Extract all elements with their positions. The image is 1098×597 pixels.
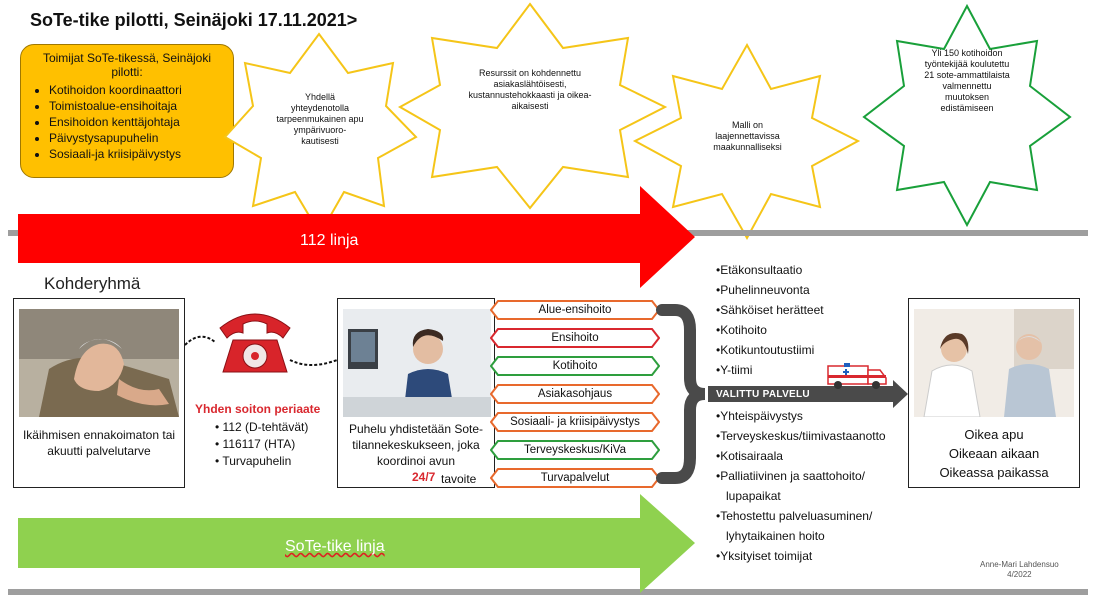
star-shape bbox=[632, 42, 861, 241]
one-call-item: 116117 (HTA) bbox=[215, 436, 308, 453]
one-call-list: 112 (D-tehtävät) 116117 (HTA) Turvapuhel… bbox=[215, 419, 308, 470]
service-label: Ensihoito bbox=[551, 332, 599, 344]
outcome-line: Oikeassa paikassa bbox=[939, 465, 1049, 480]
star-text: Yli 150 kotihoidon työntekijää koulutett… bbox=[924, 48, 1010, 113]
target-group-heading: Kohderyhmä bbox=[44, 274, 141, 293]
ambulance-icon bbox=[827, 363, 887, 389]
phone-cord bbox=[289, 359, 338, 366]
outcome-card: Oikea apu Oikeaan aikaan Oikeassa paikas… bbox=[908, 298, 1080, 488]
outcome-line: Oikea apu bbox=[964, 427, 1024, 442]
target-group-card: Ikäihmisen ennakoimaton tai akuutti palv… bbox=[13, 298, 185, 488]
elderly-person-photo bbox=[19, 309, 179, 417]
service-kotihoito: Kotihoito bbox=[490, 356, 660, 376]
phone-cord bbox=[184, 335, 216, 346]
participants-heading: Toimijat SoTe-tikessä, Seinäjoki pilotti… bbox=[42, 51, 212, 79]
upper-service-item: Kotikuntoutustiimi bbox=[716, 340, 824, 360]
red-arrow bbox=[18, 186, 695, 288]
call-center-goal: tavoite bbox=[441, 472, 477, 486]
star-shape bbox=[397, 2, 668, 210]
upper-service-item: Puhelinneuvonta bbox=[716, 280, 824, 300]
nurse-on-phone-photo bbox=[343, 309, 491, 417]
lower-service-item: Yhteispäivystys bbox=[716, 406, 896, 426]
service-alue-ensihoito: Alue-ensihoito bbox=[490, 300, 660, 320]
one-call-item: Turvapuhelin bbox=[215, 453, 308, 470]
call-center-text: Puhelu yhdistetään Sote-tilannekeskuksee… bbox=[348, 422, 484, 468]
call-center-card: Puhelu yhdistetään Sote-tilannekeskuksee… bbox=[337, 298, 495, 488]
lower-service-item: Kotisairaala bbox=[716, 446, 896, 466]
participant-item: Toimistoalue-ensihoitaja bbox=[49, 98, 225, 114]
nurse-with-patient-photo bbox=[914, 309, 1074, 417]
service-label: Terveyskeskus/KiVa bbox=[523, 444, 627, 456]
service-label: Alue-ensihoito bbox=[538, 304, 612, 316]
page-title: SoTe-tike pilotti, Seinäjoki 17.11.2021> bbox=[30, 10, 358, 30]
brace-bracket bbox=[656, 304, 706, 484]
author-date: 4/2022 bbox=[1007, 570, 1032, 579]
participants-box: Toimijat SoTe-tikessä, Seinäjoki pilotti… bbox=[20, 44, 234, 178]
upper-service-item: Kotihoito bbox=[716, 320, 824, 340]
service-label: Asiakasohjaus bbox=[537, 388, 613, 400]
telephone-icon bbox=[219, 313, 291, 373]
author-signature: Anne-Mari Lahdensuo 4/2022 bbox=[980, 560, 1059, 580]
green-arrow bbox=[18, 494, 695, 593]
selected-service-label: VALITTU PALVELU bbox=[716, 389, 810, 400]
red-arrow-label: 112 linja bbox=[300, 232, 359, 249]
participant-item: Päivystysapupuhelin bbox=[49, 130, 225, 146]
service-label: Kotihoito bbox=[552, 360, 598, 372]
star-text: Yhdellä yhteydenotolla tarpeenmukainen a… bbox=[276, 92, 364, 146]
selected-service-arrow bbox=[708, 380, 908, 408]
service-label: Sosiaali- ja kriisipäivystys bbox=[510, 416, 640, 428]
call-center-hours: 24/7 bbox=[412, 470, 436, 484]
star-text: Malli on laajennettavissa maakunnallisek… bbox=[713, 120, 782, 152]
outcome-text: Oikea apu Oikeaan aikaan Oikeassa paikas… bbox=[913, 425, 1075, 482]
star-shape bbox=[862, 3, 1072, 228]
lower-service-item: Yksityiset toimijat bbox=[716, 546, 896, 566]
outcome-line: Oikeaan aikaan bbox=[948, 446, 1040, 461]
upper-service-item: Etäkonsultaatio bbox=[716, 260, 824, 280]
upper-service-item: Sähköiset herätteet bbox=[716, 300, 823, 320]
lower-services-list: Yhteispäivystys Terveyskeskus/tiimivasta… bbox=[716, 406, 896, 566]
lower-service-item: Palliatiivinen ja saattohoito/ lupapaika… bbox=[716, 466, 896, 506]
lower-service-item: Tehostettu palveluasuminen/ lyhytaikaine… bbox=[716, 506, 896, 546]
service-terveyskeskus: Terveyskeskus/KiVa bbox=[490, 440, 660, 460]
green-arrow-label: SoTe-tike linja bbox=[285, 538, 385, 555]
divider-line bbox=[8, 589, 1088, 595]
lower-service-item: Terveyskeskus/tiimivastaanotto bbox=[716, 426, 896, 446]
service-asiakasohjaus: Asiakasohjaus bbox=[490, 384, 660, 404]
upper-service-item: Y-tiimi bbox=[716, 360, 824, 380]
service-turvapalvelut: Turvapalvelut bbox=[490, 468, 660, 488]
target-group-text: Ikäihmisen ennakoimaton tai akuutti palv… bbox=[22, 428, 176, 458]
star-text: Resurssit on kohdennettu asiakaslähtöise… bbox=[468, 68, 592, 111]
author-name: Anne-Mari Lahdensuo bbox=[980, 560, 1059, 569]
service-label: Turvapalvelut bbox=[540, 472, 610, 484]
participant-item: Kotihoidon koordinaattori bbox=[49, 82, 225, 98]
service-ensihoito: Ensihoito bbox=[490, 328, 660, 348]
participant-item: Sosiaali-ja kriisipäivystys bbox=[49, 146, 225, 162]
one-call-item: 112 (D-tehtävät) bbox=[215, 419, 309, 436]
participant-item: Ensihoidon kenttäjohtaja bbox=[49, 114, 225, 130]
service-sosiaali-kriisi: Sosiaali- ja kriisipäivystys bbox=[490, 412, 660, 432]
one-call-heading: Yhden soiton periaate bbox=[195, 402, 321, 416]
upper-services-list: Etäkonsultaatio Puhelinneuvonta Sähköise… bbox=[716, 260, 824, 380]
